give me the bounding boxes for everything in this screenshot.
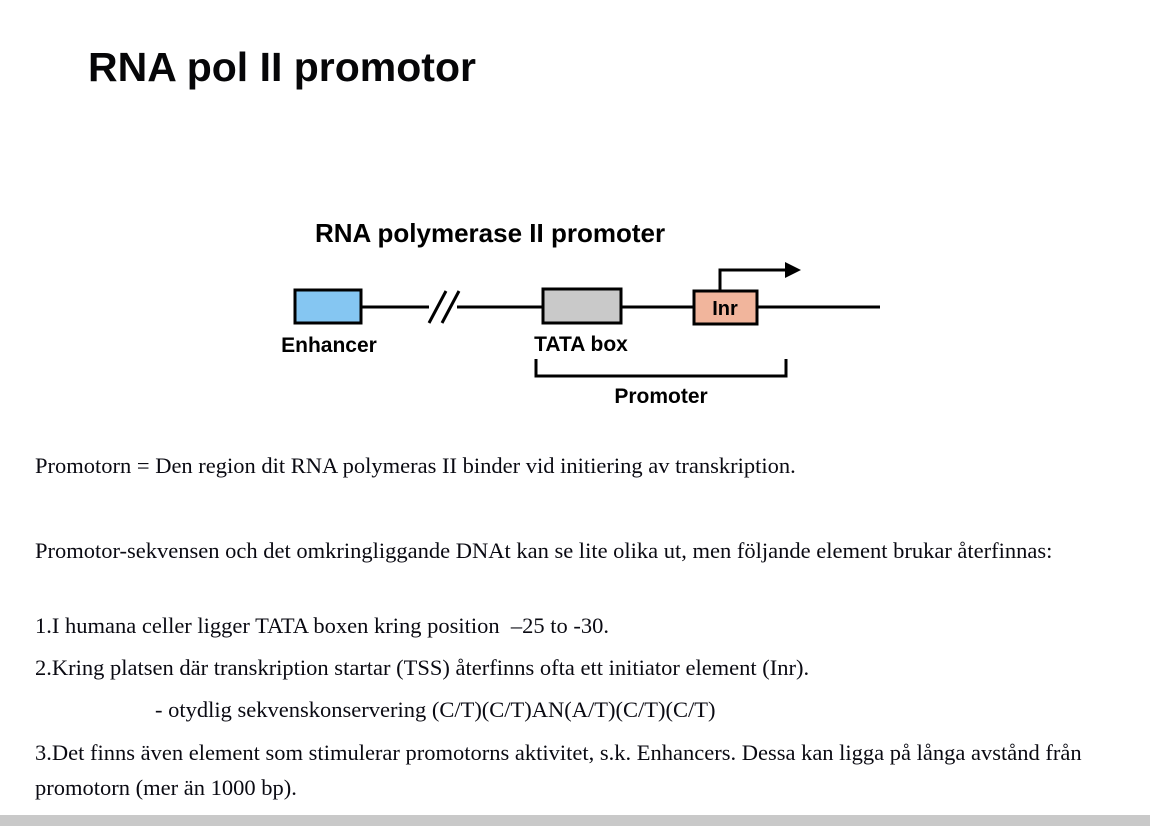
diagram-title: RNA polymerase II promoter	[315, 218, 665, 248]
promoter-diagram: RNA polymerase II promoter Inr Enhancer …	[265, 212, 905, 412]
list-item-1: 1.I humana celler ligger TATA boxen krin…	[35, 613, 610, 638]
transcription-start-arrowhead	[785, 262, 801, 278]
enhancer-box	[293, 288, 363, 325]
paragraph-promoter-sequence: Promotor-sekvensen och det omkringliggan…	[35, 538, 1053, 563]
list-item-2: 2.Kring platsen där transkription starta…	[35, 655, 810, 680]
slide-title: RNA pol II promotor	[88, 44, 476, 90]
inr-box	[692, 289, 759, 326]
transcription-start-arrow	[718, 268, 787, 291]
paragraph-promoter-definition: Promotorn = Den region dit RNA polymeras…	[35, 453, 796, 478]
dna-break-slash-1	[427, 290, 448, 324]
list-item-2-sub: - otydlig sekvenskonservering (C/T)(C/T)…	[155, 697, 716, 722]
enhancer-label: Enhancer	[281, 334, 377, 357]
promoter-label: Promoter	[614, 385, 707, 408]
tata-box	[541, 287, 623, 325]
tata-label: TATA box	[534, 333, 628, 356]
bottom-bar	[0, 815, 1150, 826]
inr-label: Inr	[712, 298, 738, 320]
promoter-bracket	[534, 359, 788, 378]
dna-break-slash-2	[440, 290, 461, 324]
promoter-diagram-svg: RNA polymerase II promoter Inr Enhancer …	[281, 218, 880, 408]
list-item-3: 3.Det finns även element som stimulerar …	[35, 740, 1088, 800]
